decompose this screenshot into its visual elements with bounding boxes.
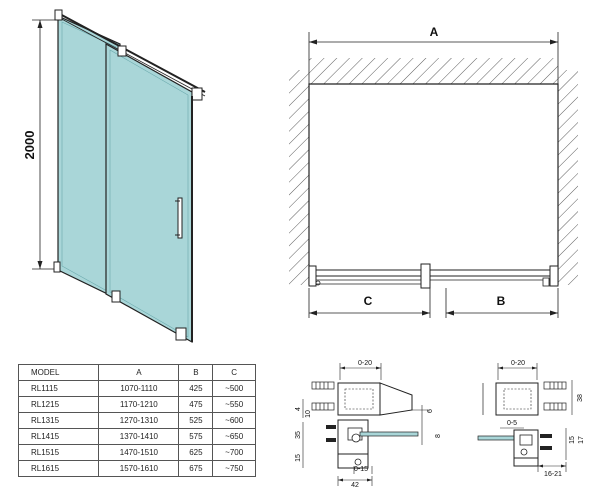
detail-right: 0-20 38 0-5 15 17 [477, 360, 585, 478]
detail-left-dim-6: 6 [427, 409, 434, 413]
cell-model: RL1515 [17, 444, 100, 461]
cell-c: ~550 [212, 396, 256, 413]
cell-a: 1470-1510 [98, 444, 180, 461]
detail-right-dim-16-21: 16-21 [544, 471, 562, 478]
header-c: C [212, 364, 256, 381]
table-row: RL1215 1170-1210 475 ~550 [17, 396, 256, 413]
detail-right-dim-15: 15 [569, 436, 576, 444]
cell-c: ~700 [212, 444, 256, 461]
cell-a: 1570-1610 [98, 460, 180, 477]
detail-left-dim-35: 35 [295, 431, 302, 439]
cell-c: ~500 [212, 380, 256, 397]
cell-model: RL1315 [17, 412, 100, 429]
cell-c: ~750 [212, 460, 256, 477]
cell-model: RL1215 [17, 396, 100, 413]
detail-right-dim-0-5: 0-5 [507, 420, 517, 427]
detail-left-dim-4: 4 [295, 407, 302, 411]
cell-a: 1170-1210 [98, 396, 180, 413]
cell-c: ~600 [212, 412, 256, 429]
cell-b: 425 [178, 380, 214, 397]
detail-left-dim-0-15: 0-15 [354, 466, 368, 473]
dimension-b-label: B [497, 294, 506, 308]
cell-a: 1270-1310 [98, 412, 180, 429]
cell-a: 1070-1110 [98, 380, 180, 397]
cell-a: 1370-1410 [98, 428, 180, 445]
cell-b: 575 [178, 428, 214, 445]
dimension-c-label: C [364, 294, 373, 308]
cell-model: RL1415 [17, 428, 100, 445]
detail-left-dim-42: 42 [351, 482, 359, 489]
front-view-door: 2000 [22, 9, 206, 344]
table-row: RL1415 1370-1410 575 ~650 [17, 428, 256, 445]
table-row: RL1615 1570-1610 675 ~750 [17, 460, 256, 477]
cell-model: RL1115 [17, 380, 100, 397]
table-row: RL1115 1070-1110 425 ~500 [17, 380, 256, 397]
plan-view: A C B [289, 25, 578, 318]
cell-b: 475 [178, 396, 214, 413]
detail-right-dim-38: 38 [577, 394, 584, 402]
model-dimensions-table: MODEL A B C RL1115 1070-1110 425 ~500 RL… [17, 364, 256, 477]
detail-left-dim-8: 8 [435, 434, 442, 438]
detail-left-dim-15: 15 [295, 454, 302, 462]
door-handle [177, 197, 183, 239]
cell-b: 525 [178, 412, 214, 429]
cell-c: ~650 [212, 428, 256, 445]
detail-right-dim-17: 17 [578, 436, 585, 444]
detail-left: 0-20 4 10 6 8 35 15 [295, 360, 442, 489]
cell-b: 675 [178, 460, 214, 477]
cell-b: 625 [178, 444, 214, 461]
detail-right-top-dim: 0-20 [511, 360, 525, 367]
detail-left-top-dim: 0-20 [358, 360, 372, 367]
header-a: A [98, 364, 180, 381]
detail-left-dim-10: 10 [305, 410, 312, 418]
height-dimension-label: 2000 [22, 131, 37, 160]
table-header-row: MODEL A B C [17, 364, 256, 381]
table-row: RL1315 1270-1310 525 ~600 [17, 412, 256, 429]
dimension-a-label: A [430, 25, 439, 39]
header-model: MODEL [17, 364, 100, 381]
cell-model: RL1615 [17, 460, 100, 477]
table-row: RL1515 1470-1510 625 ~700 [17, 444, 256, 461]
header-b: B [178, 364, 214, 381]
